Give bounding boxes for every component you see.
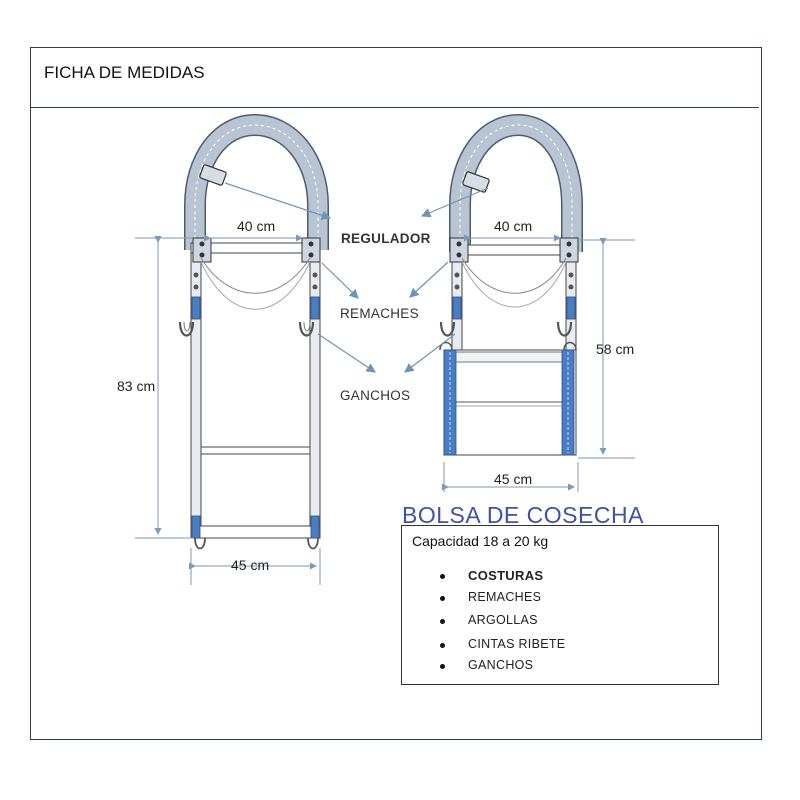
legend-label: COSTURAS — [468, 568, 544, 583]
capacity-text: Capacidad 18 a 20 kg — [412, 533, 549, 549]
left-height-label: 83 cm — [117, 378, 156, 394]
legend-bullet — [440, 664, 445, 669]
callout-remaches: REMACHES — [340, 306, 419, 321]
legend-item-argollas: ARGOLLAS — [402, 613, 720, 633]
page-title: FICHA DE MEDIDAS — [44, 63, 205, 82]
legend-label: REMACHES — [468, 590, 542, 604]
legend-bullet — [440, 574, 445, 579]
right-bag-drawing — [439, 113, 583, 456]
left-bag-drawing — [178, 113, 329, 550]
callout-regulador: REGULADOR — [341, 231, 431, 246]
legend-label: ARGOLLAS — [468, 613, 538, 627]
right-bottom-width-label: 45 cm — [494, 471, 533, 487]
legend-bullet — [440, 643, 445, 648]
callout-arrows — [224, 182, 489, 373]
legend-label: CINTAS RIBETE — [468, 637, 566, 651]
capacity-box: Capacidad 18 a 20 kg — [401, 525, 719, 559]
callout-ganchos: GANCHOS — [340, 388, 411, 403]
legend-item-costuras: COSTURAS — [402, 568, 720, 588]
legend-bullet — [440, 619, 445, 624]
left-dimension-lines — [135, 234, 321, 585]
right-regulator-buckle — [462, 171, 490, 193]
legend-item-remaches: REMACHES — [402, 590, 720, 610]
left-top-width-label: 40 cm — [237, 218, 276, 234]
right-dimension-lines — [442, 234, 635, 492]
header-bar: FICHA DE MEDIDAS — [31, 48, 759, 108]
legend-box: COSTURAS REMACHES ARGOLLAS CINTAS RIBETE… — [401, 558, 719, 685]
left-regulator-buckle — [199, 164, 227, 186]
right-top-width-label: 40 cm — [494, 218, 533, 234]
legend-item-ganchos: GANCHOS — [402, 658, 720, 678]
sheet-frame — [30, 47, 762, 740]
legend-bullet — [440, 596, 445, 601]
legend-item-cintas-ribete: CINTAS RIBETE — [402, 637, 720, 657]
bag-title: BOLSA DE COSECHA — [402, 502, 644, 528]
legend-label: GANCHOS — [468, 658, 534, 672]
left-bottom-width-label: 45 cm — [231, 557, 270, 573]
right-height-label: 58 cm — [596, 341, 635, 357]
